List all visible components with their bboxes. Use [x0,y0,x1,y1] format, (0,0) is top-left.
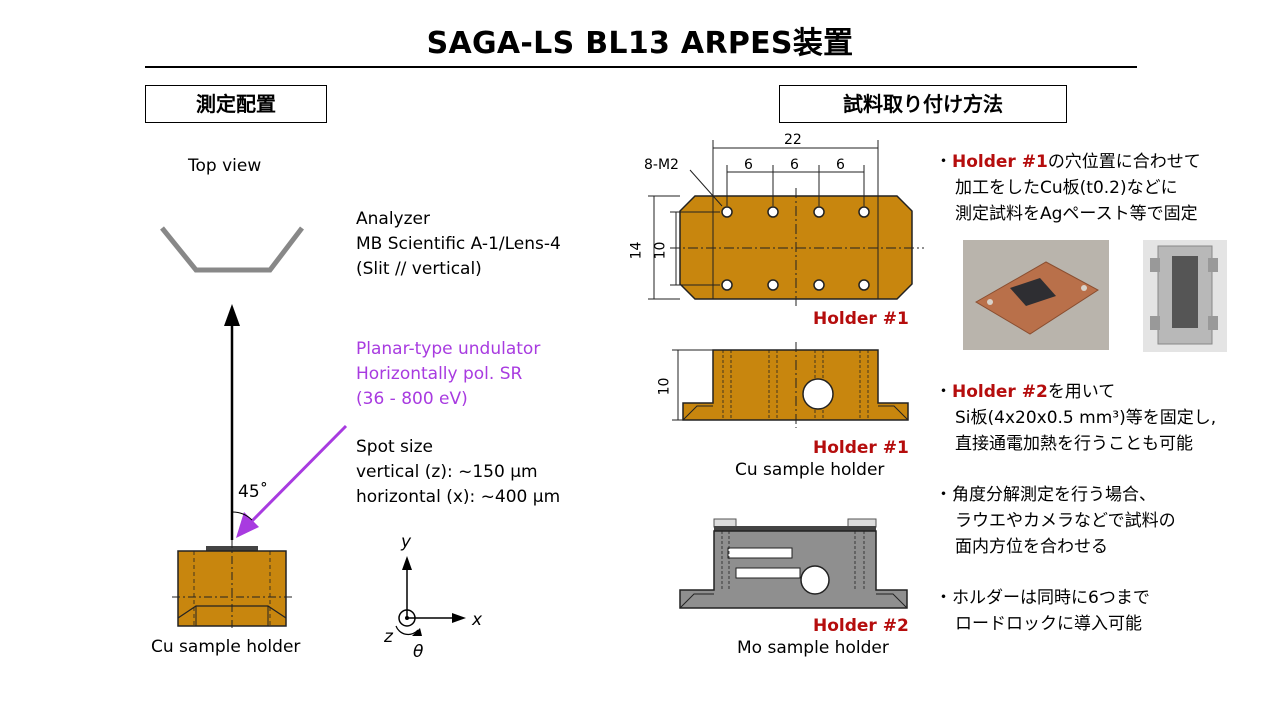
cu-holder-caption-middle: Cu sample holder [735,460,885,480]
bullet-3-line-1: ・角度分解測定を行う場合、 [935,485,1156,505]
section-label-mounting: 試料取り付け方法 [779,85,1067,123]
bullet-4-line-2: ロードロックに導入可能 [955,614,1142,634]
spot-horizontal: horizontal (x): ~400 μm [356,487,561,507]
source-line-2: Horizontally pol. SR [356,364,523,384]
dim-total: 22 [784,132,802,148]
bullet-1-line-3: 測定試料をAgペースト等で固定 [955,204,1198,224]
theta-arc [395,625,419,636]
beam-arrow-head [236,512,259,538]
bullet-1-line-1: ・Holder #1の穴位置に合わせて [935,152,1201,172]
axis-z-label: z [384,627,393,647]
cu-holder-caption-left: Cu sample holder [151,637,301,657]
bullet-1-line-2: 加工をしたCu板(t0.2)などに [955,178,1178,198]
bullet-4-line-1: ・ホルダーは同時に6つまで [935,588,1150,608]
cu-plate-photo [963,240,1109,350]
page-title: SAGA-LS BL13 ARPES装置 [426,26,854,61]
dim-screws: 8-M2 [644,157,679,173]
dim-spacing-1: 6 [744,157,753,173]
bullet-2-line-2: Si板(4x20x0.5 mm³)等を固定し, [955,408,1217,428]
bullet-3-line-3: 面内方位を合わせる [955,537,1108,557]
analyzer-arrow-head [224,304,240,326]
spot-heading: Spot size [356,437,434,457]
angle-label: 45˚ [238,482,269,502]
title-rule [145,66,1137,68]
dim-spacing-3: 6 [836,157,845,173]
bullet-2-line-1: ・Holder #2を用いて [935,382,1116,402]
beam-line [250,424,348,523]
axis-y-label: y [401,532,412,552]
mo-holder-caption: Mo sample holder [737,638,889,658]
analyzer-line-3: (Slit // vertical) [356,259,482,279]
spot-vertical: vertical (z): ~150 μm [356,462,538,482]
axis-theta-label: θ [413,642,424,662]
holder1-side-label: Holder #1 [813,438,909,458]
angle-arc [231,511,253,521]
section-label-measurement: 測定配置 [145,85,327,123]
analyzer-line-2: MB Scientific A-1/Lens-4 [356,234,561,254]
source-line-3: (36 - 800 eV) [356,389,468,409]
analyzer-line-1: Analyzer [356,209,430,229]
analyzer-shape [160,226,304,273]
source-line-1: Planar-type undulator [356,339,541,359]
z-axis-marker [398,609,416,627]
mo-holder-plate [714,526,876,531]
mo-holder-photo [1143,240,1227,352]
bullet-3-line-2: ラウエやカメラなどで試料の [955,511,1176,531]
holder1-top-label: Holder #1 [813,309,909,329]
dim-spacing-2: 6 [790,157,799,173]
bullet-2-line-3: 直接通電加熱を行うことも可能 [955,434,1193,454]
sample-piece [206,546,258,551]
axis-x-label: x [472,610,483,630]
holder2-label: Holder #2 [813,616,909,636]
top-view-label: Top view [188,156,262,176]
